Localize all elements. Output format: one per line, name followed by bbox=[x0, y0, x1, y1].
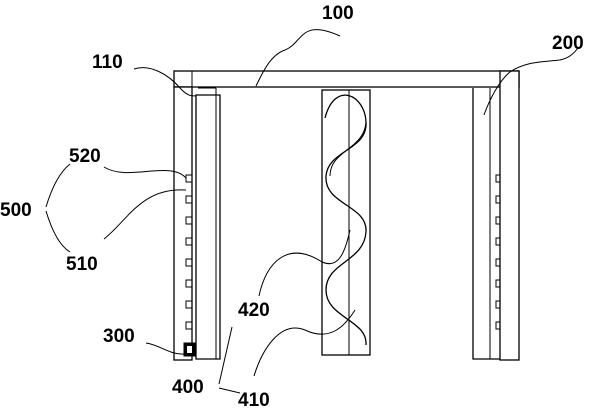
label-300: 300 bbox=[103, 326, 135, 347]
left-post bbox=[173, 86, 221, 361]
label-510: 510 bbox=[66, 254, 98, 275]
label-200: 200 bbox=[552, 33, 584, 54]
label-520: 520 bbox=[69, 146, 101, 167]
leader-lines bbox=[45, 29, 579, 394]
label-500: 500 bbox=[0, 200, 32, 221]
label-400: 400 bbox=[172, 377, 204, 398]
label-420: 420 bbox=[238, 300, 270, 321]
right-post bbox=[472, 70, 520, 361]
label-100: 100 bbox=[322, 3, 354, 24]
label-110: 110 bbox=[92, 52, 123, 73]
center-tube bbox=[321, 89, 371, 356]
top-frame bbox=[173, 70, 520, 88]
label-410: 410 bbox=[238, 390, 270, 409]
